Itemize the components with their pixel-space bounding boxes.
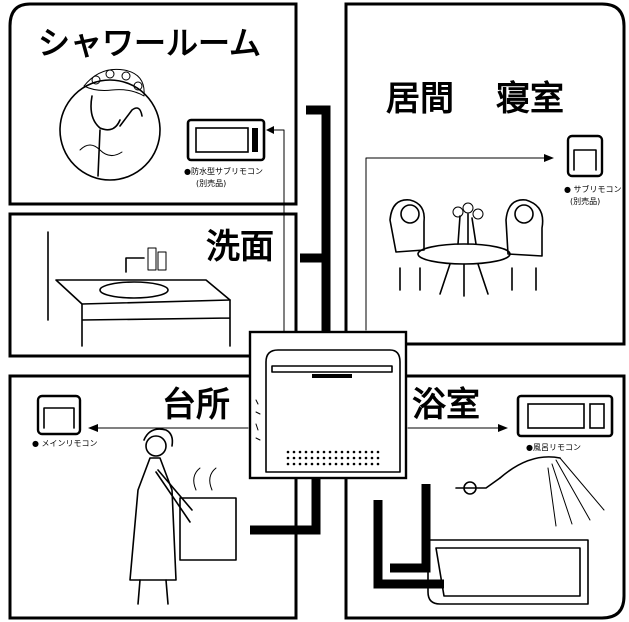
remote-control-icon [516, 394, 614, 438]
kitchen-panel [8, 374, 298, 620]
kitchen-title: 台所 [162, 385, 230, 425]
bedroom-title: 寝室 [496, 79, 564, 119]
bathroom-remote [516, 394, 614, 438]
shower-remote-note-sub: (別売品) [196, 178, 226, 188]
shower-remote [186, 118, 266, 162]
bathroom-remote-note: ●風呂リモコン [526, 443, 581, 452]
kitchen-remote-note: ● メインリモコン [32, 439, 98, 448]
remote-control-icon [186, 118, 266, 162]
kitchen-remote [36, 394, 82, 436]
living-remote [566, 134, 604, 178]
living-remote-note-sub: (別売品) [570, 196, 600, 206]
bathroom-title: 浴室 [412, 385, 480, 425]
kitchen-woman-illustration [129, 428, 237, 605]
washroom-title: 洗面 [206, 227, 274, 267]
living-couple-illustration [389, 199, 544, 297]
living-room-title: 居間 [386, 79, 454, 119]
shower-person-illustration [59, 68, 161, 181]
washroom-panel [8, 212, 298, 358]
living-bedroom-panel [344, 2, 626, 346]
water-heater-icon [286, 450, 380, 466]
remote-control-icon [36, 394, 82, 436]
shower-room-title: シャワールーム [38, 24, 261, 62]
living-remote-note: ● サブリモコン [564, 184, 622, 194]
water-heater-unit [248, 330, 408, 480]
shower-remote-note: ●防水型サブリモコン [184, 166, 263, 176]
bathtub-illustration [427, 456, 605, 605]
remote-control-icon [566, 134, 604, 178]
wash-basin-illustration [47, 231, 231, 347]
